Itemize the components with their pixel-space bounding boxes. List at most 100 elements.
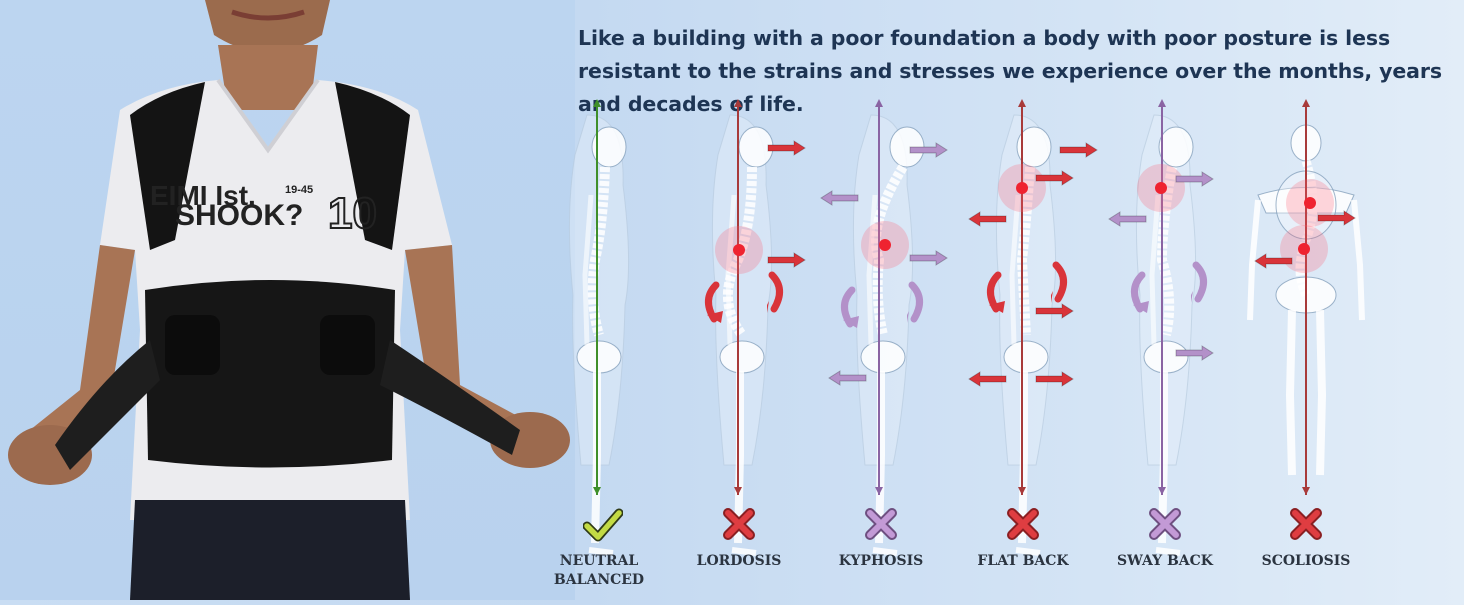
posture-label-kyphosis: KYPHOSIS — [838, 553, 924, 569]
rotation-arrow-icon — [1052, 261, 1067, 303]
shirt-print-line2: SHOOK? — [175, 199, 303, 232]
skull — [1158, 126, 1194, 168]
arrowhead-icon — [1133, 301, 1149, 313]
arrowhead-icon — [1158, 99, 1166, 107]
arrowhead-icon — [1018, 487, 1026, 495]
arm-bone — [582, 194, 594, 346]
posture-illustrations — [568, 99, 1365, 556]
posture-label-lordosis: LORDOSIS — [696, 553, 782, 569]
cross-icon — [722, 507, 756, 546]
leg-bone — [1285, 309, 1296, 476]
arm-bone — [725, 194, 737, 346]
leg-bone — [1316, 309, 1327, 476]
arrowhead-icon — [907, 311, 909, 323]
check-icon — [582, 508, 624, 547]
pelvis — [1003, 340, 1049, 374]
arrow-icon — [1317, 210, 1356, 226]
arrowhead-icon — [767, 301, 769, 313]
body-silhouette — [852, 114, 914, 466]
arrow-icon — [909, 142, 948, 158]
pain-point — [1298, 243, 1310, 255]
pain-point — [733, 244, 745, 256]
pelvis — [719, 340, 765, 374]
arm-bone — [1247, 199, 1261, 321]
pain-point — [1304, 197, 1316, 209]
arrow-icon — [1254, 253, 1293, 269]
foot-bone — [588, 547, 614, 556]
pelvis — [1143, 340, 1189, 374]
arrowhead-icon — [875, 487, 883, 495]
cross-icon — [1148, 507, 1182, 546]
arrow-icon — [820, 190, 859, 206]
spine — [587, 166, 610, 337]
shirt-print-small: 19-45 — [285, 184, 313, 196]
foot-bone — [1155, 547, 1181, 556]
arrowhead-icon — [989, 301, 1005, 313]
arrow-icon — [767, 140, 806, 156]
skull — [591, 126, 627, 168]
posture-corrector-photo: EIMI Ist. SHOOK? 19-45 10 — [8, 0, 570, 600]
arrow-icon — [1108, 211, 1147, 227]
pain-point — [879, 239, 891, 251]
leg-bone — [1158, 371, 1168, 544]
arrow-icon — [1175, 345, 1214, 361]
posture-label-flat-back: FLAT BACK — [977, 553, 1069, 569]
skull — [1016, 126, 1052, 168]
posture-label-line2: BALANCED — [553, 572, 645, 588]
arrow-icon — [1175, 171, 1214, 187]
arrowhead-icon — [734, 99, 742, 107]
arrowhead-icon — [1051, 291, 1053, 303]
pelvis — [860, 340, 906, 374]
cross-icon — [864, 507, 898, 546]
arrowhead-icon — [875, 99, 883, 107]
arrowhead-icon — [1191, 291, 1193, 303]
pain-point — [1016, 182, 1028, 194]
shirt-print-number: 10 — [328, 189, 377, 238]
arrowhead-icon — [707, 311, 723, 323]
posture-label-sway-back: SWAY BACK — [1117, 553, 1213, 569]
arrowhead-icon — [1018, 99, 1026, 107]
body-silhouette — [711, 114, 773, 466]
rotation-arrow-icon — [1192, 261, 1207, 303]
leg-bone — [734, 371, 744, 544]
body-silhouette — [568, 114, 630, 466]
foot-bone — [872, 547, 898, 556]
arrow-icon — [909, 250, 948, 266]
posture-label-scoliosis: SCOLIOSIS — [1261, 553, 1351, 569]
pain-point — [1155, 182, 1167, 194]
arrowhead-icon — [1302, 487, 1310, 495]
arrow-icon — [828, 370, 867, 386]
arrowhead-icon — [843, 316, 859, 328]
product-photo: EIMI Ist. SHOOK? 19-45 10 — [0, 0, 575, 600]
posture-label-neutral: NEUTRAL BALANCED — [529, 552, 669, 590]
rotation-arrow-icon — [908, 281, 923, 323]
leg-bone — [1018, 371, 1028, 544]
arm-bone — [1351, 199, 1365, 321]
leg-bone — [875, 371, 885, 544]
arm-bone — [1149, 194, 1161, 346]
headline: Like a building with a poor foundation a… — [578, 26, 1442, 116]
arrow-icon — [1035, 303, 1074, 319]
rotation-arrow-icon — [768, 271, 783, 313]
cross-icon — [1289, 507, 1323, 546]
arrow-icon — [968, 371, 1007, 387]
arrow-icon — [767, 252, 806, 268]
arm-bone — [1009, 194, 1021, 346]
shirt-print-line1: EIMI Ist. — [150, 180, 256, 211]
arrow-icon — [1059, 142, 1098, 158]
arrowhead-icon — [734, 487, 742, 495]
arrow-icon — [968, 211, 1007, 227]
arrow-icon — [1035, 170, 1074, 186]
foot-bone — [731, 547, 757, 556]
arrow-icon — [1035, 371, 1074, 387]
arrowhead-icon — [593, 487, 601, 495]
posture-comparison — [540, 95, 1464, 600]
arrowhead-icon — [1302, 99, 1310, 107]
arrowhead-icon — [1158, 487, 1166, 495]
foot-bone — [1015, 547, 1041, 556]
pelvis — [576, 340, 622, 374]
posture-label-line1: NEUTRAL — [559, 553, 639, 569]
cross-icon — [1006, 507, 1040, 546]
arm-bone — [866, 194, 878, 346]
arrowhead-icon — [593, 99, 601, 107]
